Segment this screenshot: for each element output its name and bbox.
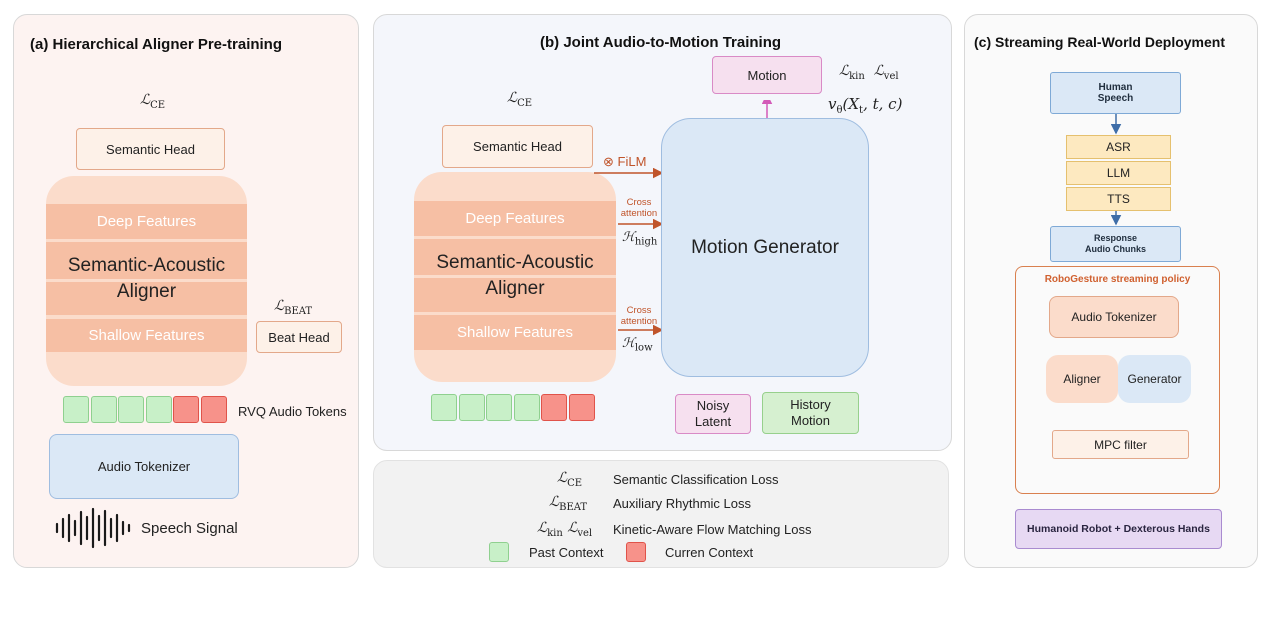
panel-a-title: (a) Hierarchical Aligner Pre-training [30, 36, 283, 53]
panel-b-h-low: ℋlow [622, 336, 653, 354]
panel-c-llm: LLM [1066, 161, 1171, 185]
past-context-token [63, 396, 89, 423]
panel-b-aligner-label: Semantic-Acoustic Aligner [436, 252, 594, 299]
current-context-token [173, 396, 199, 423]
panel-a-aligner-divider [46, 279, 247, 282]
panel-a-loss-beat: ℒBEAT [274, 298, 313, 317]
panel-c-policy-box [1015, 266, 1220, 494]
panel-a-shallow-features: Shallow Features [46, 319, 247, 352]
past-context-token [458, 394, 485, 421]
panel-a-deep-features: Deep Features [46, 204, 247, 239]
panel-b-title: (b) Joint Audio-to-Motion Training [540, 34, 782, 51]
current-context-token [541, 394, 567, 421]
panel-b-h-high: ℋhigh [622, 230, 658, 248]
panel-c-title: (c) Streaming Real-World Deployment [974, 34, 1226, 50]
past-context-token [145, 396, 172, 423]
current-context-token [568, 394, 595, 421]
panel-b-arrows [594, 100, 773, 336]
panel-a-loss-ce: ℒCE [140, 92, 166, 111]
panel-a-rvq-label: RVQ Audio Tokens [238, 404, 347, 419]
panel-a-aligner-band [46, 242, 247, 315]
panel-b-cross-attention-high: Cross attention [620, 197, 658, 219]
panel-b-cross-attention-low: Cross attention [620, 305, 658, 327]
panel-c-audio-tokenizer: Audio Tokenizer [1049, 296, 1179, 338]
panel-b-shallow-features: Shallow Features [414, 315, 616, 350]
panel-c-policy-title: RoboGesture streaming policy [1044, 274, 1191, 285]
current-context-token [200, 396, 227, 423]
panel-a-rvq-tokens [63, 396, 233, 424]
legend-kinvel-text: Kinetic-Aware Flow Matching Loss [613, 522, 812, 537]
panel-b-motion-generator: Motion Generator [661, 118, 869, 377]
panel-c-asr: ASR [1066, 135, 1171, 159]
panel-b-deep-features: Deep Features [414, 201, 616, 236]
legend-ce-text: Semantic Classification Loss [613, 472, 779, 487]
panel-a-semantic-head: Semantic Head [76, 128, 225, 170]
past-context-token [90, 396, 117, 423]
past-context-token [513, 394, 540, 421]
legend-panel [373, 460, 949, 568]
legend-current-swatch [626, 542, 646, 562]
past-context-token [486, 394, 512, 421]
speech-waveform-icon [55, 507, 131, 549]
panel-a-audio-tokenizer: Audio Tokenizer [49, 434, 239, 499]
panel-b-motion: Motion [712, 56, 822, 94]
legend-ce-symbol: ℒCE [557, 470, 583, 489]
panel-a-speech-signal: Speech Signal [141, 520, 238, 537]
panel-b-semantic-head: Semantic Head [442, 125, 593, 168]
panel-b-loss-ce: ℒCE [507, 90, 533, 109]
past-context-token [431, 394, 457, 421]
panel-c-aligner: Aligner [1046, 355, 1118, 403]
legend-beat-symbol: ℒBEAT [549, 494, 588, 513]
legend-beat-text: Auxiliary Rhythmic Loss [613, 496, 751, 511]
panel-b-film: ⊗ FiLM [603, 154, 647, 169]
panel-c-robot: Humanoid Robot + Dexterous Hands [1015, 509, 1222, 549]
panel-b-vtheta: vθ(Xt, t, c) [828, 95, 903, 116]
panel-c-mpc-filter: MPC filter [1052, 430, 1189, 459]
panel-c-generator: Generator [1118, 355, 1191, 403]
panel-b-aligner-divider [414, 275, 616, 278]
legend-kinvel-symbol: ℒkin ℒvel [537, 520, 593, 539]
panel-c-arrows [1110, 114, 1122, 226]
legend-current-text: Curren Context [665, 545, 754, 560]
panel-a-beat-head: Beat Head [256, 321, 342, 353]
past-context-token [118, 396, 144, 423]
panel-b-loss-kin-vel: ℒkin ℒvel [839, 63, 899, 82]
panel-a-aligner-label: Semantic-Acoustic Aligner [67, 255, 226, 302]
panel-c-tts: TTS [1066, 187, 1171, 211]
panel-b-rvq-tokens [431, 394, 601, 422]
legend-past-text: Past Context [529, 545, 604, 560]
legend-past-swatch [489, 542, 509, 562]
